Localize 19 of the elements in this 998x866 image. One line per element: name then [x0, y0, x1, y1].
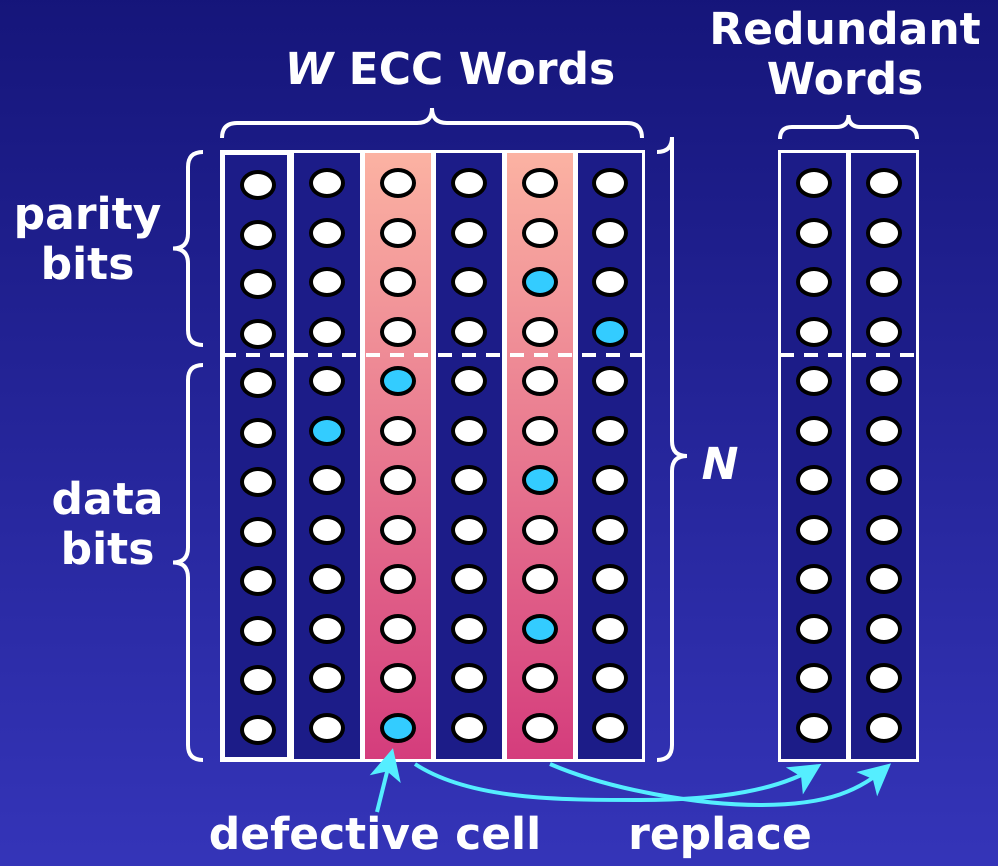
arrow: [549, 762, 892, 807]
word-column: [778, 150, 849, 762]
word-column: [291, 150, 363, 762]
defective-memory-cell: [380, 712, 416, 742]
highlighted-word-column: [362, 150, 434, 762]
arrow: [414, 762, 822, 802]
word-column: [433, 150, 505, 762]
highlighted-word-column: [504, 150, 576, 762]
column-group-title: Redundant Words: [708, 5, 982, 105]
bit-group-label: data bits: [50, 475, 164, 575]
word-column: [848, 150, 919, 762]
cell-caption: defective cell: [200, 810, 550, 860]
bit-group-label: parity bits: [12, 190, 162, 290]
row-count-label: N: [700, 440, 740, 490]
arrow-caption: replace: [627, 810, 813, 860]
word-column: [220, 150, 292, 762]
arrow: [370, 748, 401, 812]
column-group-title: W ECC Words: [284, 45, 616, 95]
word-column: [575, 150, 645, 762]
